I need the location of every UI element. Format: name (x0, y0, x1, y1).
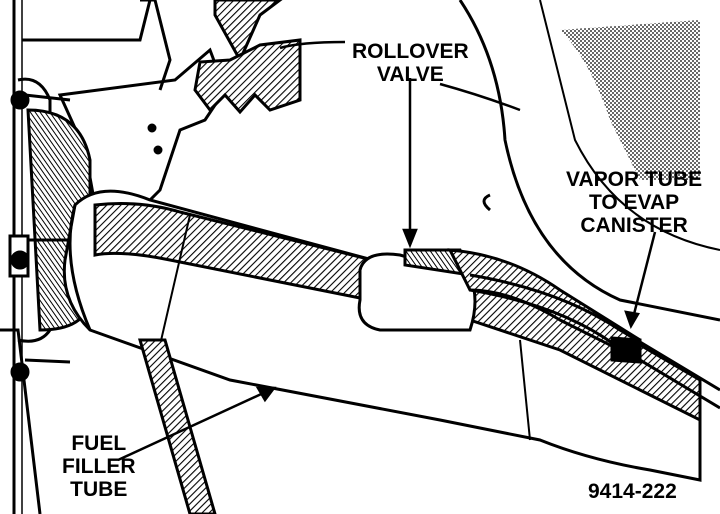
vapor-tube-label-line-1: VAPOR TUBE (566, 168, 703, 191)
fuel-filler-tube (62, 189, 702, 482)
frame-rail (0, 328, 217, 514)
rollover-valve-label-line-2: VALVE (376, 63, 444, 86)
fuel-filler-tube-label: FUEL FILLER TUBE (62, 432, 136, 501)
vapor-tube-label-line-2: TO EVAP (588, 191, 680, 214)
rollover-valve-label-line-1: ROLLOVER (352, 40, 469, 63)
figure-number: 9414-222 (588, 480, 677, 503)
fuel-filler-tube-label-line-1: FUEL (71, 432, 127, 455)
vapor-tube (469, 273, 720, 410)
rollover-valve-label: ROLLOVER VALVE (352, 40, 469, 86)
vapor-tube-label: VAPOR TUBE TO EVAP CANISTER (566, 168, 702, 237)
fuel-tank (458, 0, 720, 322)
mounting-bracket (57, 0, 239, 207)
leader-lines (117, 40, 657, 462)
vapor-tube-label-line-3: CANISTER (580, 214, 688, 237)
upper-panel (193, 0, 302, 115)
fuel-filler-tube-label-line-2: FILLER (62, 455, 136, 478)
fuel-filler-tube-label-line-3: TUBE (70, 478, 128, 501)
rollover-valve (357, 248, 642, 363)
